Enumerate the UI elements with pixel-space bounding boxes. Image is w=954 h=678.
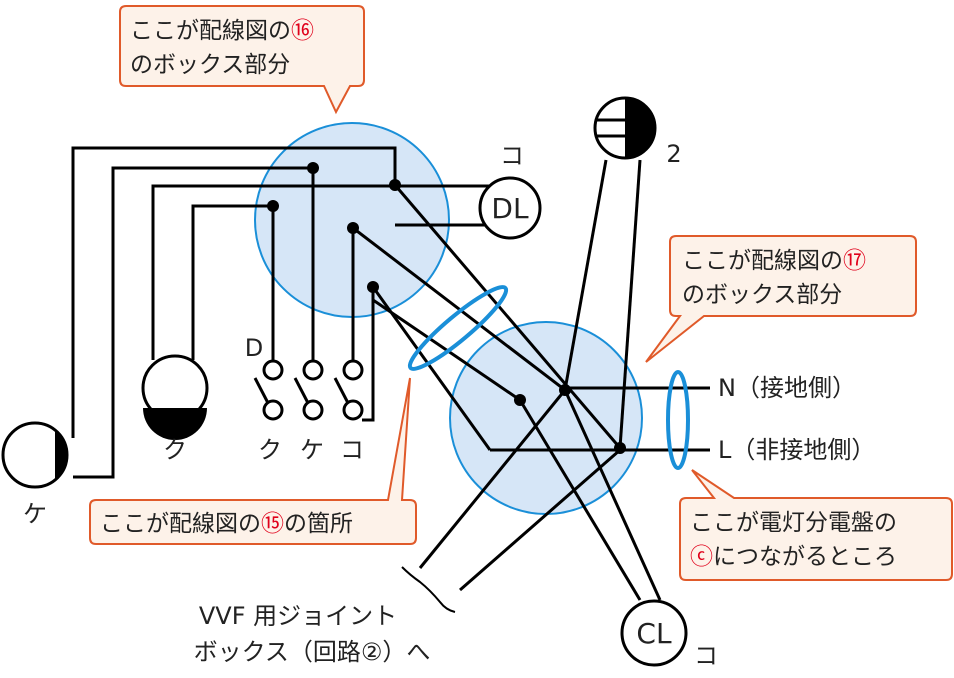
svg-text:ここが配線図の⑮の箇所: ここが配線図の⑮の箇所 (100, 511, 353, 537)
switch-label-ke: ケ (300, 436, 324, 464)
vvf-brace (401, 566, 456, 613)
lamp-ku: ク (141, 354, 209, 464)
switch-group (253, 359, 364, 421)
svg-text:ケ: ケ (23, 500, 47, 528)
callout-17: ここが配線図の⑰ のボックス部分 (645, 235, 917, 363)
callout-16: ここが配線図の⑯ のボックス部分 (119, 5, 365, 115)
dl-light: DL コ (478, 142, 542, 240)
vvf-label-2: ボックス（回路②）へ (194, 638, 431, 666)
cl-light: CL コ (620, 599, 718, 670)
switch-label-ko: コ (340, 436, 364, 464)
svg-text:ここが電灯分電盤の: ここが電灯分電盤の (690, 510, 897, 536)
bundle-marker-c (666, 370, 690, 470)
svg-text:ⓒにつながるところ: ⓒにつながるところ (690, 544, 897, 570)
bundle-marker-15 (407, 285, 509, 371)
svg-text:ク: ク (163, 436, 187, 464)
live-label: L（非接地側） (718, 436, 875, 464)
svg-text:CL: CL (636, 617, 672, 650)
junction-box-17 (449, 321, 643, 515)
neutral-label: N（接地側） (718, 374, 856, 402)
callout-15: ここが配線図の⑮の箇所 (89, 377, 417, 545)
svg-text:のボックス部分: のボックス部分 (130, 52, 290, 78)
svg-text:コ: コ (694, 642, 718, 670)
svg-text:ここが配線図の⑰: ここが配線図の⑰ (682, 248, 866, 274)
switch-label-ku: ク (258, 436, 282, 464)
svg-text:ここが配線図の⑯: ここが配線図の⑯ (130, 18, 314, 44)
switch-d-label: D (245, 334, 263, 362)
svg-text:DL: DL (491, 192, 529, 225)
cables (71, 146, 710, 601)
callout-c: ここが電灯分電盤の ⓒにつながるところ (679, 469, 953, 581)
svg-text:2: 2 (666, 140, 681, 168)
svg-text:コ: コ (500, 142, 524, 170)
lamp-2: 2 (593, 96, 682, 168)
lamp-ke: ケ (1, 421, 69, 528)
vvf-label-1: VVF 用ジョイント (199, 602, 397, 630)
svg-text:のボックス部分: のボックス部分 (682, 282, 842, 308)
connection-dots (267, 162, 626, 454)
